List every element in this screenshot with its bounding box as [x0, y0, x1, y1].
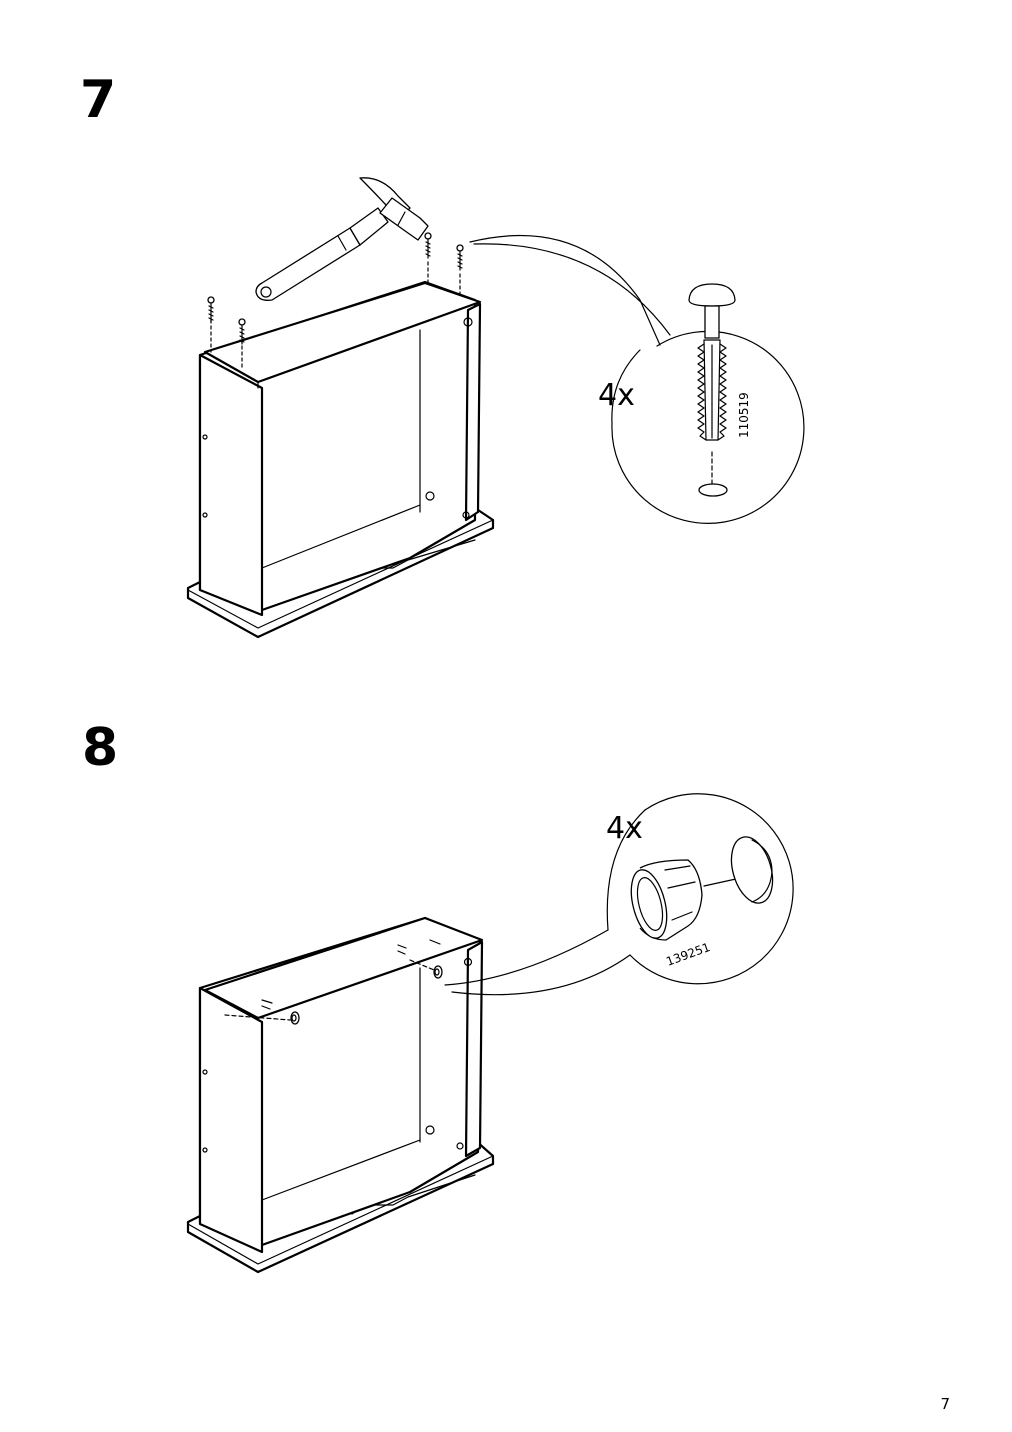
- step7-part-number: 110519: [737, 392, 751, 438]
- step-number-7: 7: [80, 70, 117, 130]
- step8-quantity-label: 4x: [606, 811, 643, 846]
- nail-detail-110519: [688, 283, 736, 497]
- step7-drawer-frame: [186, 280, 495, 639]
- step8-part-number: 139251: [664, 940, 712, 969]
- hammer-icon: [255, 177, 429, 301]
- step7-detail-callout: [469, 234, 805, 524]
- step8-detail-callout: [444, 793, 794, 996]
- stopper-detail-139251: [630, 836, 774, 941]
- step8-drawer-frame: [186, 916, 495, 1274]
- step7-quantity-label: 4x: [598, 378, 635, 413]
- step7-nails: [207, 232, 464, 345]
- step-number-8: 8: [82, 718, 119, 778]
- page-number: 7: [940, 1395, 950, 1413]
